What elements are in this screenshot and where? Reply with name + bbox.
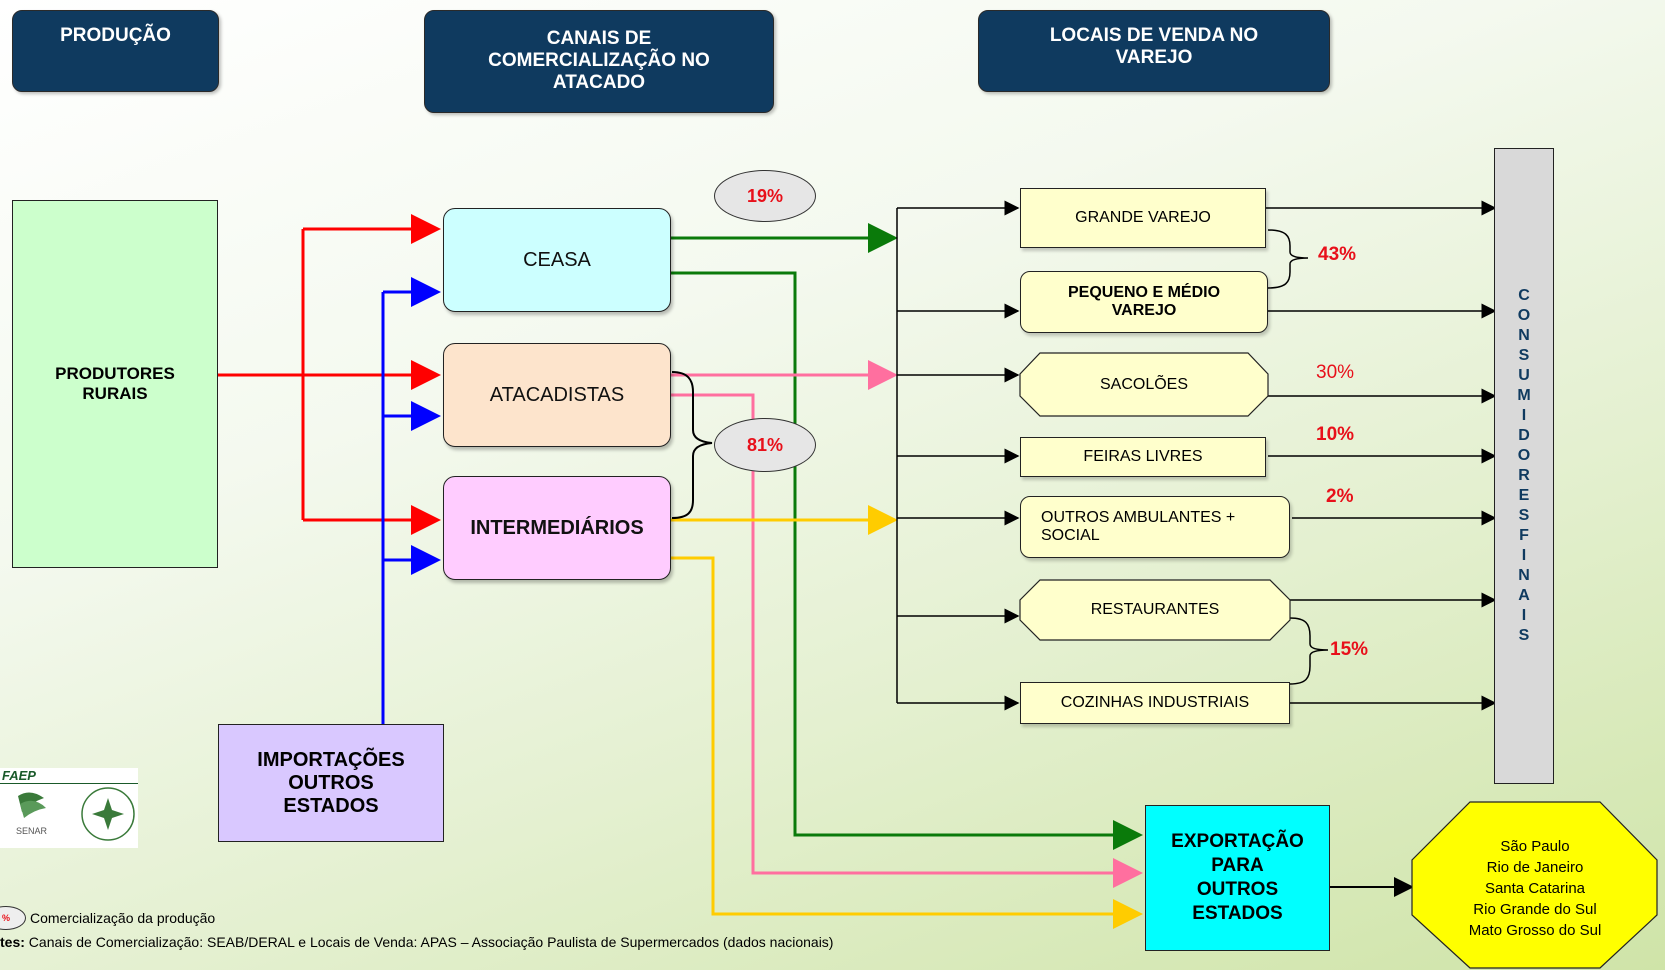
faep-logo-text: FAEP [0,768,138,784]
node-consumidores-finais: C O N S U M I D O R E S F I N A I S [1494,148,1554,784]
brace-15 [1289,617,1329,685]
header-canais: CANAIS DE COMERCIALIZAÇÃO NO ATACADO [424,10,774,113]
source-label: tes: [0,934,25,950]
destinations-list: São Paulo Rio de Janeiro Santa Catarina … [1440,836,1630,941]
header-locais: LOCAIS DE VENDA NO VAREJO [978,10,1330,92]
node-ceasa: CEASA [443,208,671,312]
restaurantes-shape [1019,579,1291,641]
blue-arrows [381,277,441,725]
senar-icon: SENAR [16,787,135,841]
pink-arrows [670,360,1143,888]
pct-sacoloes: 30% [1316,362,1355,383]
pct-feiras: 10% [1316,424,1355,445]
node-produtores-rurais: PRODUTORES RURAIS [12,200,218,568]
yellow-arrows [670,505,1143,929]
oval-19: 19% [714,170,816,222]
destination-item: Santa Catarina [1484,880,1586,897]
brace-81 [671,371,713,519]
node-feiras-livres: FEIRAS LIVRES [1020,437,1266,477]
sacoloes-shape [1019,352,1269,417]
destinations-shape [1411,801,1658,969]
destination-item: São Paulo [1500,838,1570,855]
legend-text: Comercialização da produção [30,910,216,926]
consumer-arrows [1266,200,1497,711]
source-line: tes: Canais de Comercialização: SEAB/DER… [0,934,833,950]
pct-varejo: 43% [1318,244,1357,265]
pct-ambulantes: 2% [1326,486,1354,507]
node-outros-ambulantes: OUTROS AMBULANTES + SOCIAL [1020,496,1290,558]
node-exportacao: EXPORTAÇÃO PARA OUTROS ESTADOS [1145,805,1330,951]
node-cozinhas-industriais: COZINHAS INDUSTRIAIS [1020,682,1290,724]
node-sacoloes: SACOLÕES [1099,375,1189,393]
distribution-bus [896,200,1020,711]
red-arrows [218,214,441,535]
node-importacoes: IMPORTAÇÕES OUTROS ESTADOS [218,724,444,842]
node-atacadistas: ATACADISTAS [443,343,671,447]
brace-43 [1267,229,1309,289]
oval-81: 81% [714,418,816,472]
pct-restaurantes: 15% [1330,639,1369,660]
node-grande-varejo: GRANDE VAREJO [1020,188,1266,248]
source-text: Canais de Comercialização: SEAB/DERAL e … [24,934,834,950]
node-intermediarios: INTERMEDIÁRIOS [443,476,671,580]
legend-oval-icon: % [0,906,26,930]
destination-item: Rio de Janeiro [1486,859,1584,876]
header-producao: PRODUÇÃO [12,10,219,92]
node-pequeno-medio-varejo: PEQUENO E MÉDIO VAREJO [1020,271,1268,333]
destination-item: Mato Grosso do Sul [1468,922,1602,939]
senar-text: SENAR [16,826,48,836]
legend: % Comercialização da produção [0,905,215,931]
faep-logo: FAEP SENAR [0,768,138,848]
green-arrows [670,223,1143,850]
destination-item: Rio Grande do Sul [1473,901,1597,918]
node-restaurantes: RESTAURANTES [1090,601,1220,618]
